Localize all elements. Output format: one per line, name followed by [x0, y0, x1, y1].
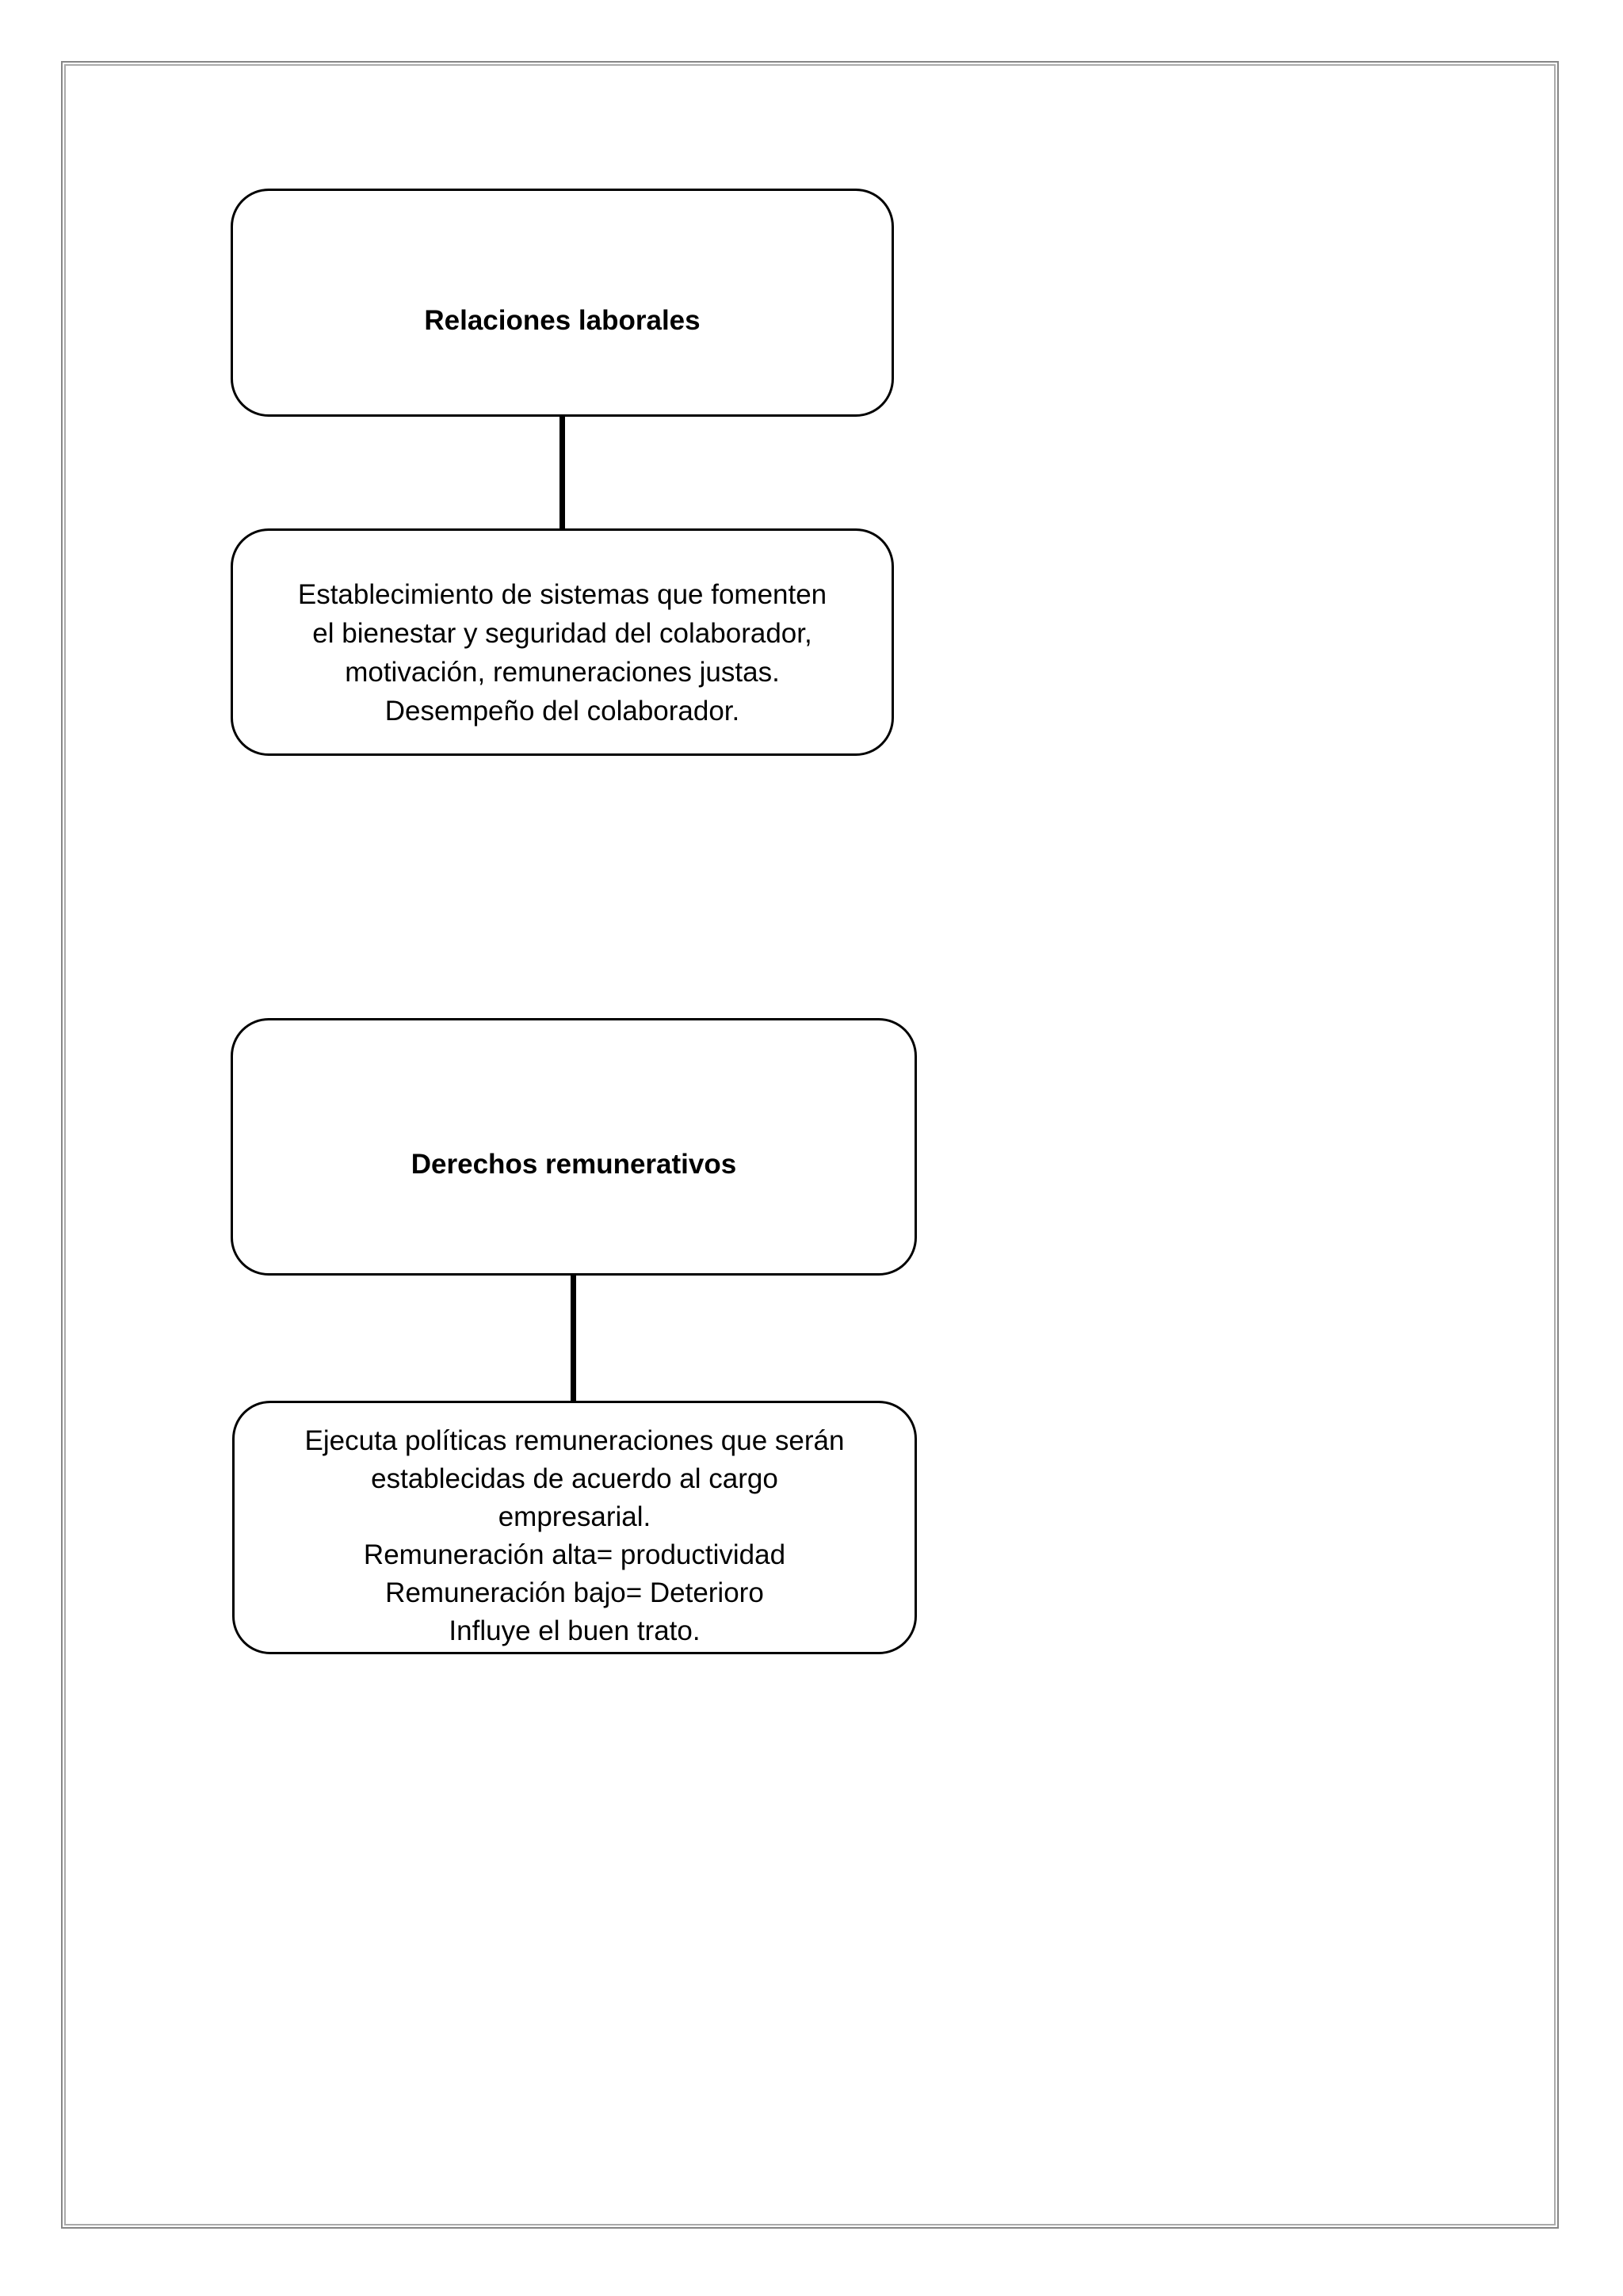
text-line: el bienestar y seguridad del colaborador… [312, 617, 812, 649]
text-line: Remuneración alta= productividad [363, 1539, 786, 1570]
text-line: motivación, remuneraciones justas. [345, 656, 780, 688]
text-line: Ejecuta políticas remuneraciones que ser… [304, 1425, 845, 1456]
relaciones-laborales-title: Relaciones laborales [424, 305, 701, 336]
derechos-remunerativos-detail-box: Ejecuta políticas remuneraciones que ser… [232, 1401, 917, 1654]
connector-line-2 [571, 1274, 576, 1403]
text-line: establecidas de acuerdo al cargo [371, 1463, 778, 1494]
derechos-remunerativos-title: Derechos remunerativos [411, 1149, 737, 1180]
text-line: Remuneración bajo= Deterioro [385, 1577, 764, 1608]
derechos-remunerativos-title-box: Derechos remunerativos [231, 1018, 917, 1276]
text-line: Influye el buen trato. [449, 1615, 701, 1646]
page-border [61, 61, 1559, 2229]
text-line: Desempeño del colaborador. [384, 695, 740, 727]
relaciones-laborales-detail-box: Establecimiento de sistemas que fomenten… [231, 528, 894, 756]
text-line: empresarial. [498, 1501, 651, 1532]
connector-line-1 [559, 415, 565, 530]
text-line: Establecimiento de sistemas que fomenten [297, 578, 827, 610]
relaciones-laborales-title-box: Relaciones laborales [231, 189, 894, 417]
page-border-inner-line [64, 64, 1556, 2225]
